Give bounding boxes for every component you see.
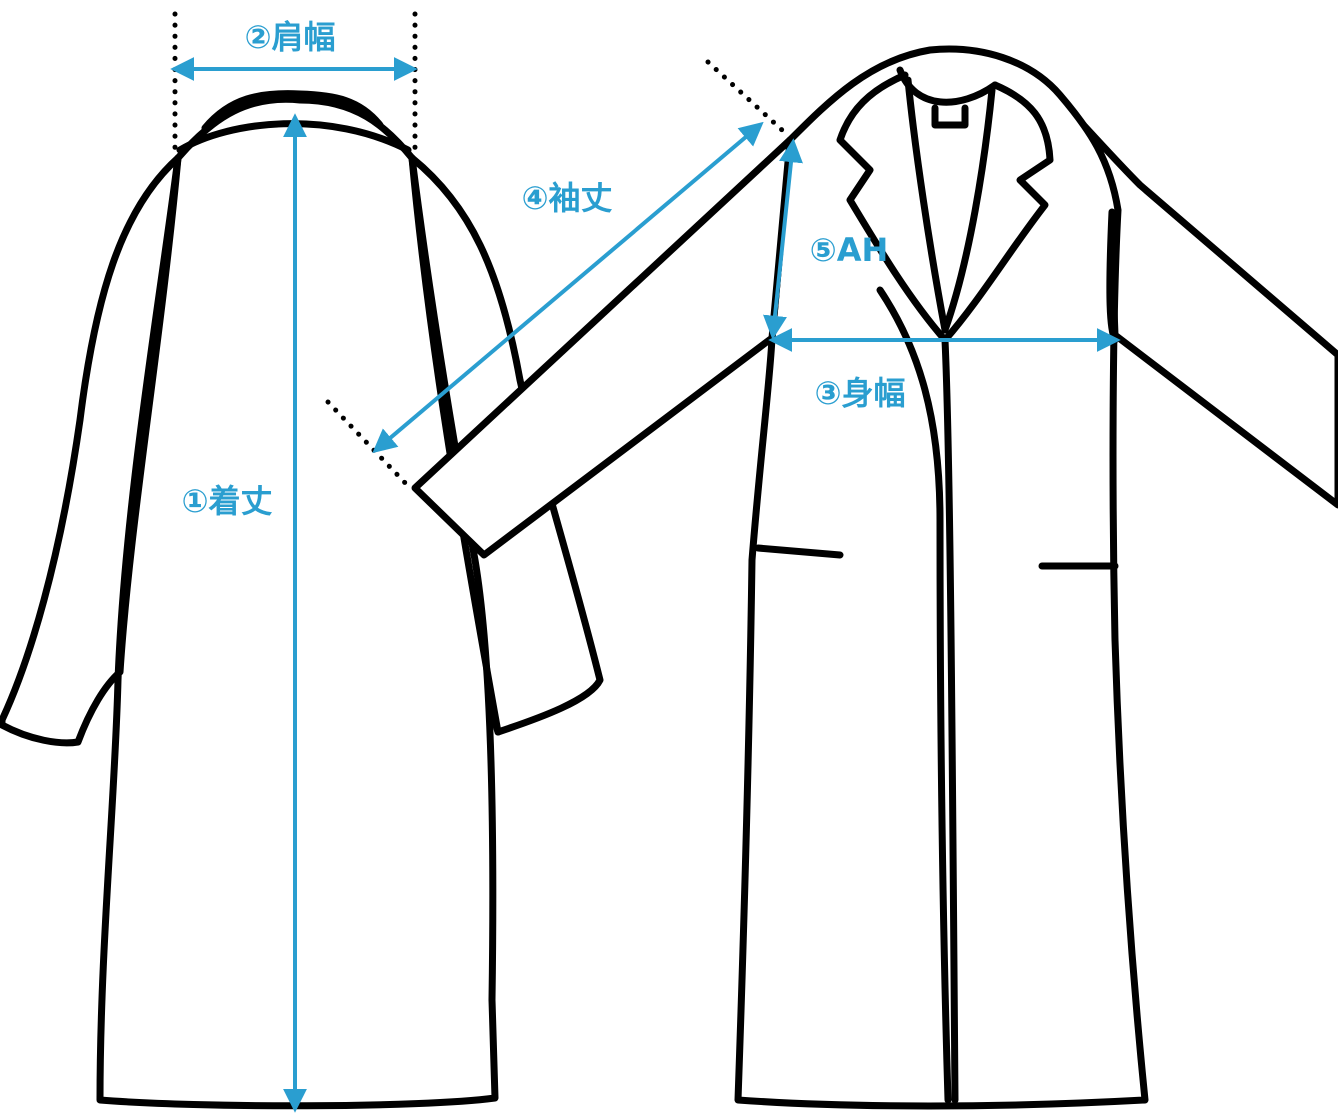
measurement-labels: ②肩幅 ④袖丈 ⑤AH ③身幅 ①着丈 xyxy=(181,18,905,520)
armhole-label: ⑤AH xyxy=(810,231,889,269)
measurement-arrows xyxy=(170,57,1121,1113)
front-right-lapel xyxy=(941,81,1054,344)
front-lapel-inner-right xyxy=(941,86,996,334)
sleeve-arrow xyxy=(372,121,764,454)
sleeve-top-guide xyxy=(705,59,785,133)
front-left-pocket xyxy=(754,544,844,559)
front-placket xyxy=(941,336,959,1104)
front-opening xyxy=(876,286,952,1104)
front-collar-tag xyxy=(931,104,969,129)
length-label: ①着丈 xyxy=(181,482,272,520)
front-lapel-inner-left xyxy=(904,76,949,334)
back-collar-top xyxy=(201,90,384,132)
shoulder-label: ②肩幅 xyxy=(244,18,335,56)
armhole-arrow xyxy=(763,138,803,340)
back-view-coat xyxy=(0,90,604,1110)
front-left-lapel xyxy=(836,71,949,344)
reference-dots xyxy=(172,11,785,491)
back-left-sleeve xyxy=(0,154,182,747)
sleeve-bottom-guide xyxy=(325,399,413,491)
sleeve-label: ④袖丈 xyxy=(521,179,612,217)
back-left-armhole-seam xyxy=(116,154,182,676)
body-width-label: ③身幅 xyxy=(814,374,905,412)
